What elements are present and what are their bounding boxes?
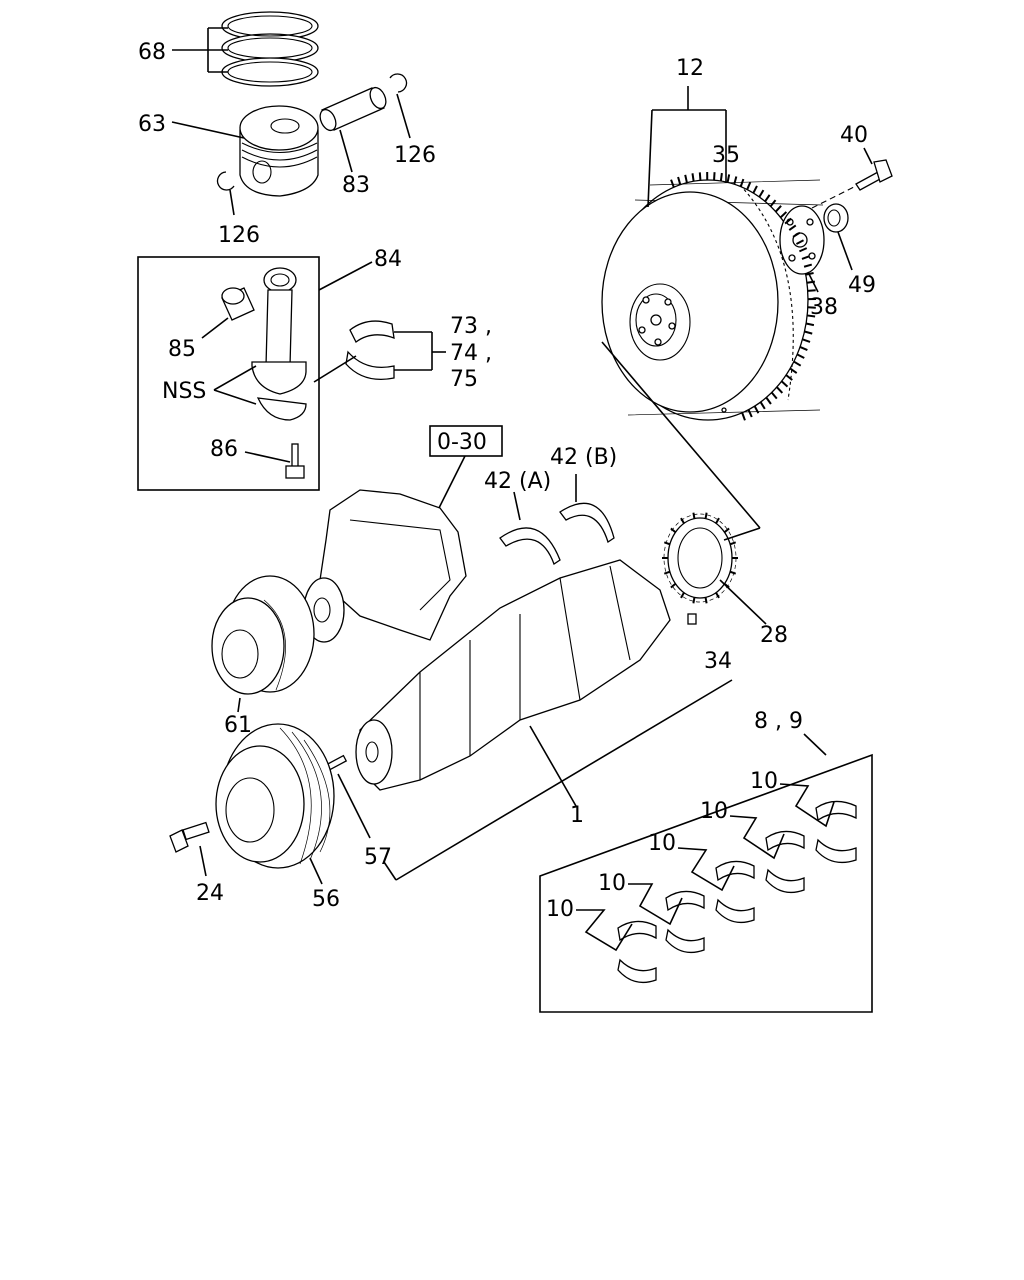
callout-24: 24 — [196, 881, 224, 906]
leader-8-9 — [803, 733, 827, 756]
callout-10-b: 10 — [598, 871, 626, 896]
leader-24 — [199, 845, 207, 877]
callout-42b: 42 (B) — [550, 445, 617, 470]
callout-10-a: 10 — [546, 897, 574, 922]
bearing-set-3 — [715, 860, 755, 924]
fan-pulley — [211, 575, 315, 695]
callout-84: 84 — [374, 247, 402, 272]
circlip-left — [216, 171, 235, 191]
piston — [239, 105, 319, 197]
callout-73: 73 , — [450, 314, 492, 339]
callout-83: 83 — [342, 173, 370, 198]
leader-84 — [318, 261, 373, 291]
callout-0-30: 0-30 — [437, 430, 487, 455]
leader-1 — [383, 679, 733, 881]
flywheel-bolt — [811, 159, 893, 209]
timing-gear — [663, 513, 737, 603]
bearing-set-1 — [617, 920, 657, 984]
callout-56: 56 — [312, 887, 340, 912]
leader-57 — [337, 773, 371, 839]
callout-85: 85 — [168, 337, 196, 362]
callout-74: 74 , — [450, 341, 492, 366]
piston-pin — [319, 86, 387, 132]
callout-126-right: 126 — [394, 143, 436, 168]
bearing-set-5 — [815, 800, 857, 864]
leader-83 — [339, 129, 353, 173]
crank-pulley — [215, 723, 335, 869]
callout-nss: NSS — [162, 379, 206, 404]
circlip-right — [389, 73, 408, 93]
leader-73-75 — [313, 331, 446, 383]
callout-10-d: 10 — [700, 799, 728, 824]
main-bearing-box — [539, 753, 873, 1013]
bearing-set-2 — [665, 890, 705, 954]
flywheel — [601, 179, 824, 421]
leader-126-right — [396, 93, 411, 139]
callout-49: 49 — [848, 273, 876, 298]
leader-85 — [201, 317, 229, 339]
leader-61 — [237, 697, 241, 713]
leader-63 — [171, 121, 245, 139]
pulley-bolt — [169, 821, 210, 853]
leader-flywheel-to-gear — [601, 341, 761, 529]
leader-12-left — [647, 109, 653, 208]
callout-12: 12 — [676, 56, 704, 81]
thrust-washer-a — [499, 527, 561, 565]
connecting-rod-box — [137, 256, 320, 491]
timing-gear-teeth — [662, 512, 738, 604]
leader-42a — [513, 491, 521, 521]
pump-housing — [303, 489, 467, 643]
callout-1: 1 — [570, 803, 584, 828]
callout-40: 40 — [840, 123, 868, 148]
callout-57: 57 — [364, 845, 392, 870]
connecting-rod — [251, 267, 307, 421]
small-end-bush — [221, 287, 255, 321]
callout-68: 68 — [138, 40, 166, 65]
leader-49 — [837, 231, 853, 271]
callout-10-e: 10 — [750, 769, 778, 794]
callout-28: 28 — [760, 623, 788, 648]
leader-nss — [213, 365, 257, 405]
leader-gear-tip — [723, 527, 761, 541]
callout-86: 86 — [210, 437, 238, 462]
pilot-bearing — [823, 203, 849, 233]
callout-34: 34 — [704, 649, 732, 674]
dowel-pin — [687, 613, 697, 625]
main-bearings — [617, 800, 857, 984]
rod-bearings — [345, 320, 395, 381]
callout-63: 63 — [138, 112, 166, 137]
piston-rings — [221, 11, 319, 87]
crankshaft — [355, 559, 671, 791]
reference-box-0-30 — [429, 425, 503, 457]
callout-35: 35 — [712, 143, 740, 168]
callout-10-c: 10 — [648, 831, 676, 856]
rod-bolt — [285, 443, 305, 479]
leader-68 — [172, 27, 228, 73]
callout-8-9: 8 , 9 — [754, 709, 803, 734]
callout-61: 61 — [224, 713, 252, 738]
callout-126-left: 126 — [218, 223, 260, 248]
leader-40 — [863, 147, 873, 165]
ring-gear-teeth — [670, 171, 817, 421]
leader-56 — [309, 857, 323, 885]
leaders-10 — [576, 783, 835, 952]
callout-42a: 42 (A) — [484, 469, 551, 494]
callout-75: 75 — [450, 367, 478, 392]
leader-86 — [244, 451, 291, 463]
bearing-set-4 — [765, 830, 805, 894]
thrust-washer-b — [559, 502, 615, 544]
leader-126-left — [229, 189, 235, 216]
